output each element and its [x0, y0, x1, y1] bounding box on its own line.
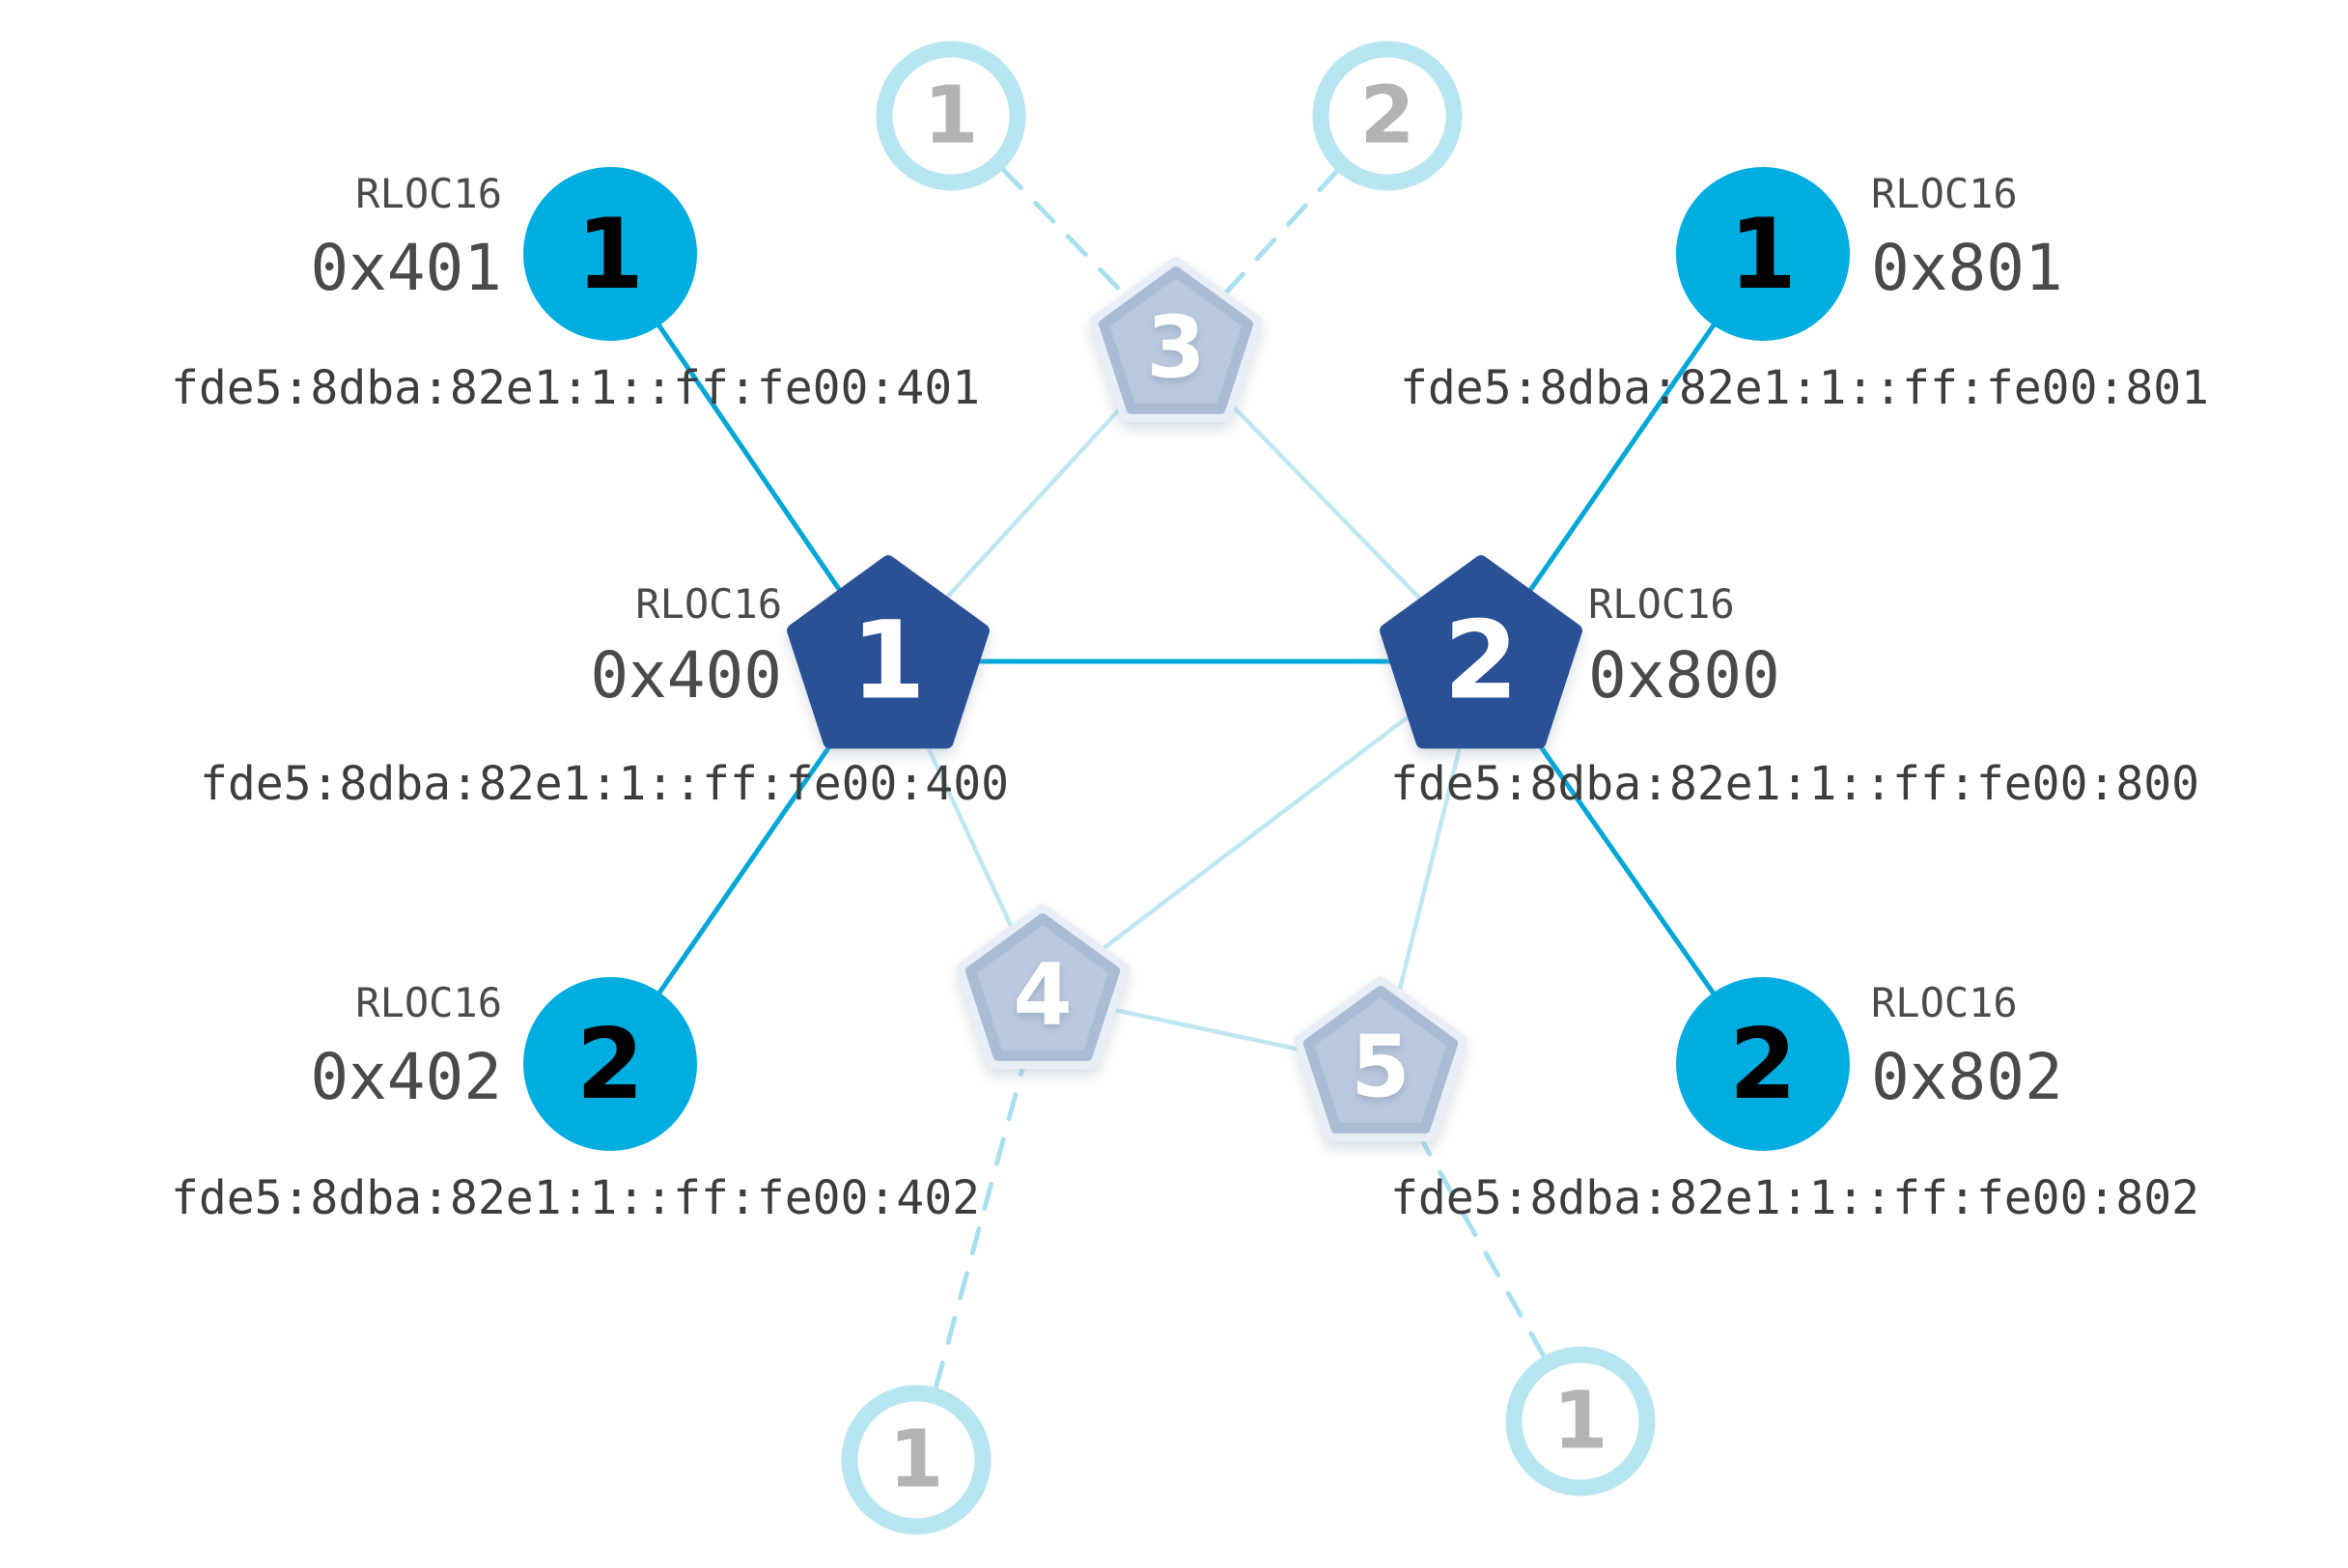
link-router-4-to-router-5: [1105, 1006, 1318, 1055]
node-ghost-bottom-1[interactable]: 1: [841, 1385, 992, 1535]
rloc16-value: 0x400: [590, 638, 782, 713]
node-number-child-802: 2: [1729, 1007, 1797, 1121]
node-child-802[interactable]: 2: [1676, 977, 1850, 1151]
link-ghost-bottom-2-to-router-5: [1411, 1122, 1547, 1358]
rloc16-value: 0x802: [1871, 1040, 2063, 1114]
node-number-child-801: 1: [1729, 197, 1797, 311]
node-child-801[interactable]: 1: [1676, 167, 1850, 341]
nodes-layer: 1 2 1 1 2 2 3 4 5 1 2 1 1: [523, 41, 1850, 1535]
node-number-ghost-top-2: 2: [1360, 70, 1415, 162]
rloc16-caption: RLOC16: [635, 580, 782, 628]
node-number-ghost-bottom-1: 1: [889, 1414, 944, 1506]
rloc16-value: 0x401: [310, 231, 502, 305]
rloc16-caption: RLOC16: [1871, 170, 2018, 217]
node-router-800[interactable]: 2: [1380, 555, 1582, 749]
rloc16-caption: RLOC16: [1871, 979, 2018, 1026]
node-number-child-402: 2: [576, 1007, 644, 1121]
ipv6-address: fde5:8dba:82e1:1::ff:fe00:800: [1390, 757, 2199, 811]
node-child-401[interactable]: 1: [523, 167, 697, 341]
node-router-5[interactable]: 5: [1294, 976, 1468, 1142]
ipv6-address: fde5:8dba:82e1:1::ff:fe00:400: [200, 757, 1009, 811]
node-ghost-top-2[interactable]: 2: [1312, 41, 1463, 191]
link-router-400-to-router-3: [943, 394, 1133, 601]
node-number-router-800: 2: [1443, 600, 1518, 724]
link-ghost-bottom-1-to-router-4: [933, 1055, 1028, 1390]
node-number-router-5: 5: [1351, 1018, 1410, 1117]
link-child-401-to-router-400: [657, 322, 843, 594]
ipv6-address: fde5:8dba:82e1:1::ff:fe00:401: [171, 361, 980, 415]
links-layer: [657, 167, 1717, 1390]
rloc16-value: 0x801: [1871, 231, 2063, 305]
ipv6-address: fde5:8dba:82e1:1::ff:fe00:801: [1400, 361, 2209, 415]
node-number-child-401: 1: [576, 197, 644, 311]
node-child-402[interactable]: 2: [523, 977, 697, 1151]
node-number-ghost-top-1: 1: [924, 70, 979, 162]
ipv6-address: fde5:8dba:82e1:1::ff:fe00:802: [1390, 1171, 2199, 1225]
node-router-4[interactable]: 4: [956, 904, 1130, 1070]
link-child-801-to-router-800: [1526, 322, 1717, 594]
link-child-402-to-router-400: [657, 729, 843, 995]
link-router-800-to-router-4: [1093, 711, 1415, 957]
rloc16-caption: RLOC16: [355, 979, 502, 1026]
ipv6-address: fde5:8dba:82e1:1::ff:fe00:402: [171, 1171, 980, 1225]
node-ghost-bottom-2[interactable]: 1: [1505, 1346, 1656, 1497]
node-router-3[interactable]: 3: [1089, 257, 1263, 423]
rloc16-value: 0x800: [1588, 638, 1780, 713]
node-number-router-3: 3: [1146, 298, 1205, 398]
link-ghost-top-2-to-router-3: [1217, 169, 1339, 301]
link-router-800-to-router-5: [1394, 742, 1463, 1005]
node-number-router-4: 4: [1013, 945, 1072, 1045]
node-router-400[interactable]: 1: [787, 555, 990, 749]
rloc16-caption: RLOC16: [1588, 580, 1735, 628]
link-child-802-to-router-800: [1527, 729, 1716, 995]
node-ghost-top-1[interactable]: 1: [876, 41, 1026, 191]
link-router-800-to-router-3: [1219, 393, 1424, 602]
rloc16-value: 0x402: [310, 1040, 502, 1114]
node-number-router-400: 1: [851, 600, 925, 724]
link-ghost-top-1-to-router-3: [1000, 167, 1132, 303]
node-number-ghost-bottom-2: 1: [1553, 1376, 1608, 1468]
labels-layer: RLOC160x400fde5:8dba:82e1:1::ff:fe00:400…: [171, 170, 2209, 1225]
link-router-400-to-router-4: [922, 737, 1018, 937]
rloc16-caption: RLOC16: [355, 170, 502, 217]
